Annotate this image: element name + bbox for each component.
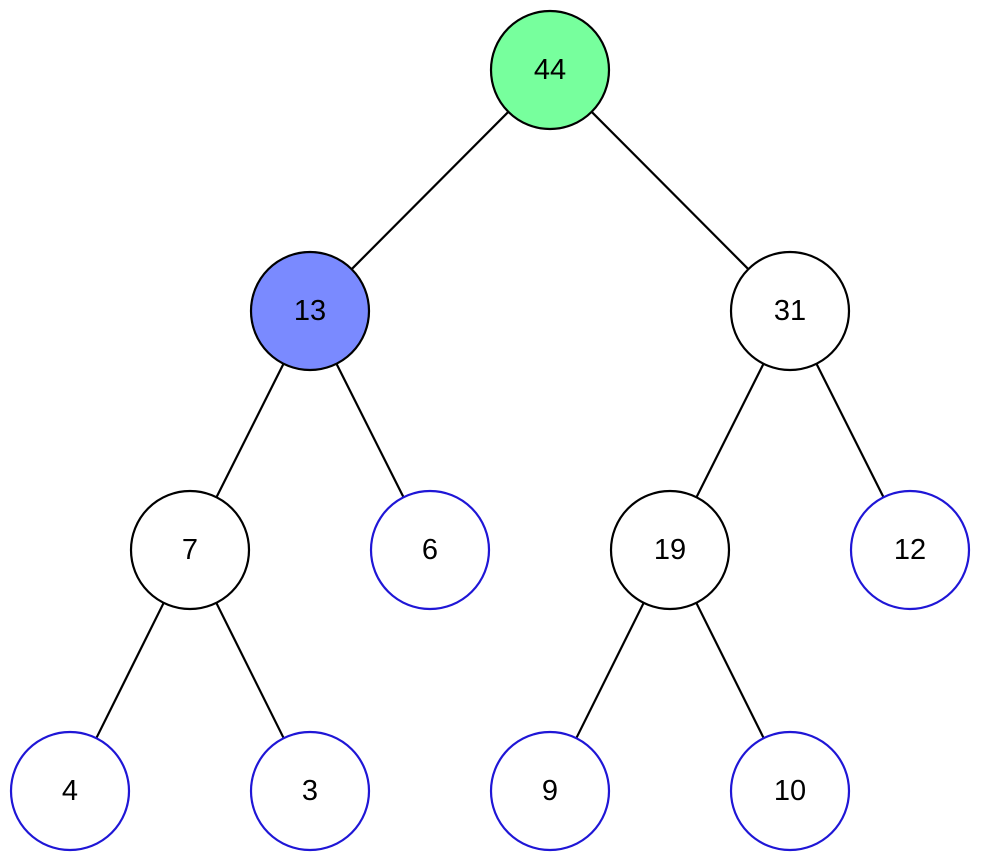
node-circle [129,489,251,611]
node-label: 3 [302,775,318,807]
edge-19-10 [695,601,765,740]
edge-31-12 [815,362,885,499]
tree-node-12: 12 [849,489,971,611]
node-circle [729,730,851,852]
node-circle [9,730,131,852]
edges-layer [95,110,885,740]
edge-13-6 [335,362,405,499]
tree-node-6: 6 [369,489,491,611]
node-circle [249,730,371,852]
edge-44-13 [350,110,510,271]
node-label: 13 [294,295,326,327]
nodes-layer: 44 13 31 7 6 19 12 4 3 9 10 [9,9,971,852]
edge-13-7 [215,362,285,499]
tree-node-44: 44 [489,9,611,131]
tree-node-9: 9 [489,730,611,852]
node-label: 7 [182,534,198,566]
node-circle [609,489,731,611]
node-label: 44 [534,54,566,86]
node-label: 19 [654,534,686,566]
edge-19-9 [575,601,645,740]
node-label: 31 [774,295,806,327]
node-label: 4 [62,775,78,807]
edge-7-3 [215,601,285,740]
node-circle [249,250,371,372]
tree-node-19: 19 [609,489,731,611]
tree-node-13: 13 [249,250,371,372]
tree-node-3: 3 [249,730,371,852]
node-circle [489,730,611,852]
node-circle [489,9,611,131]
node-circle [729,250,851,372]
edge-44-31 [590,110,750,271]
tree-node-31: 31 [729,250,851,372]
node-label: 10 [774,775,806,807]
tree-node-7: 7 [129,489,251,611]
node-label: 9 [542,775,558,807]
edge-31-19 [695,362,765,499]
node-circle [369,489,491,611]
node-circle [849,489,971,611]
node-label: 6 [422,534,438,566]
tree-node-10: 10 [729,730,851,852]
edge-7-4 [95,601,165,740]
node-label: 12 [894,534,926,566]
tree-node-4: 4 [9,730,131,852]
